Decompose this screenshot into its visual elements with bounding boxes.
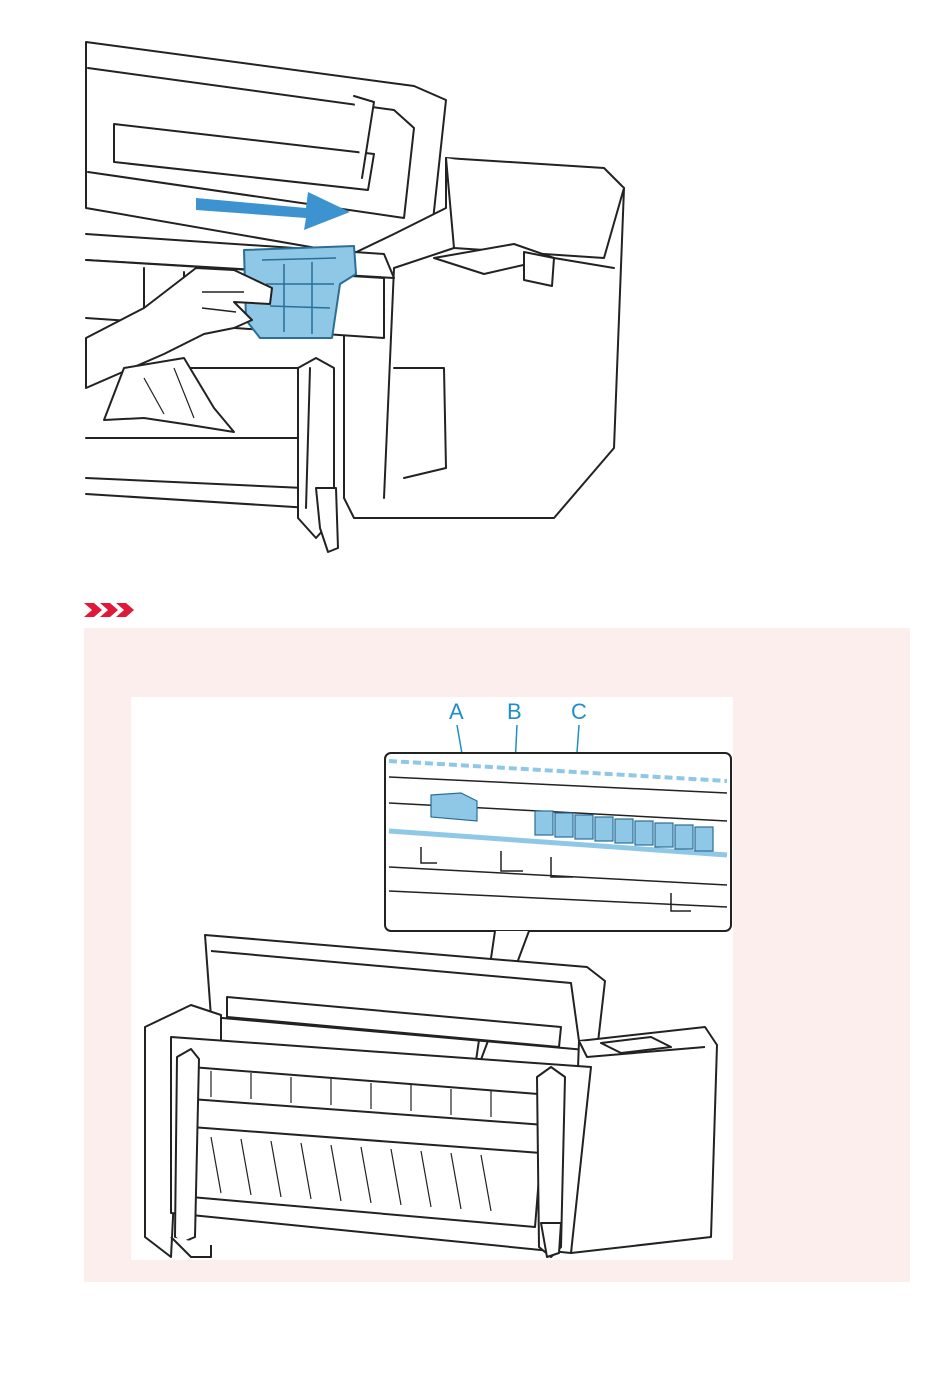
- carriage-move-illustration: [84, 38, 644, 578]
- printer-parts-drawing: [131, 697, 733, 1260]
- important-note-box: A B C: [84, 628, 910, 1282]
- callout-label-b: B: [507, 699, 522, 725]
- important-chevrons-icon: [84, 601, 136, 619]
- printer-parts-illustration: A B C: [131, 697, 733, 1260]
- callout-label-a: A: [449, 699, 464, 725]
- callout-label-c: C: [571, 699, 587, 725]
